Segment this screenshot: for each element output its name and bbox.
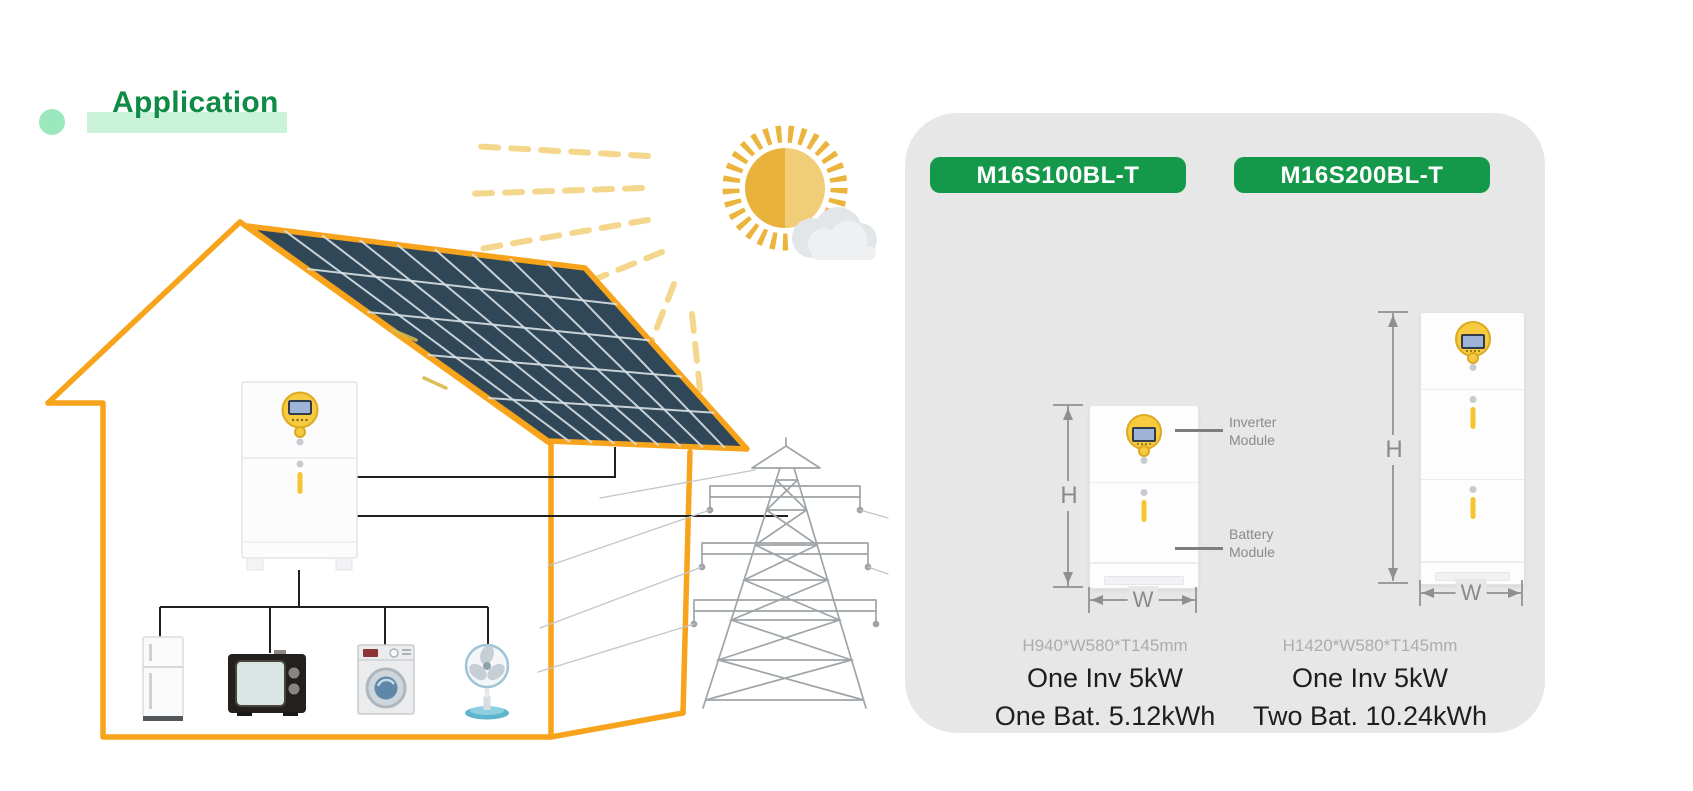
model-badge-2: M16S200BL-T (1234, 157, 1490, 193)
solar-panel (244, 223, 750, 452)
sun-icon (722, 125, 848, 251)
battery-indicator-dot (1469, 486, 1476, 493)
battery-led-bar (1470, 497, 1475, 519)
inverter-module-section (1090, 406, 1198, 483)
refrigerator-icon (142, 636, 184, 721)
device-diagram-2 (1420, 312, 1525, 585)
device-base (1090, 563, 1198, 588)
power-lines (537, 469, 889, 673)
sun-rays (461, 143, 703, 393)
battery-module-section (1090, 483, 1198, 563)
battery-module-section-1 (1421, 390, 1524, 480)
dim-arrow-down (1388, 568, 1398, 580)
device-diagram-1 (1089, 405, 1199, 589)
dim-cap (1521, 580, 1523, 606)
dim-arrow-down (1063, 572, 1073, 584)
product-spec-panel: M16S100BL-T M16S200BL-T H W Inverter Mod… (905, 113, 1545, 733)
inverter-spec-1: One Inv 5kW (1026, 663, 1184, 693)
battery-module-section-2 (1421, 480, 1524, 562)
display-screen-icon (1126, 414, 1162, 466)
dim-arrow-right (1508, 588, 1520, 598)
dim-cap (1053, 404, 1083, 406)
battery-spec-2: Two Bat. 10.24kWh (1252, 701, 1488, 731)
solar-home-illustration (45, 125, 889, 740)
dim-arrow-right (1182, 595, 1194, 605)
inverter-spec-2: One Inv 5kW (1291, 663, 1449, 693)
battery-led-bar (1141, 500, 1147, 522)
dim-cap (1378, 311, 1408, 313)
section-bullet-dot (39, 109, 65, 135)
width-label-1: W (1127, 586, 1159, 614)
width-label-2: W (1455, 579, 1487, 607)
wiring-lines (159, 447, 788, 653)
dim-cap (1053, 586, 1083, 588)
transmission-tower-icon (537, 437, 889, 709)
inverter-module-section (1421, 313, 1524, 390)
display-screen-icon (1454, 321, 1491, 373)
title-highlight-bar (87, 112, 287, 133)
product-dimensions-1: H940*W580*T145mm (1022, 636, 1188, 655)
dim-cap (1195, 587, 1197, 613)
inverter-module-label: Inverter Module (1229, 414, 1277, 448)
dim-arrow-up (1063, 408, 1073, 420)
height-label-2: H (1380, 435, 1408, 465)
battery-indicator-dot (296, 460, 304, 468)
dim-arrow-up (1388, 315, 1398, 327)
battery-led-bar (297, 472, 303, 494)
battery-indicator-dot (1469, 396, 1476, 403)
dim-arrow-left (1091, 595, 1103, 605)
inverter-battery-unit-icon (241, 381, 358, 571)
battery-callout-line (1175, 547, 1223, 550)
fan-icon (464, 643, 510, 720)
page-title: Application (112, 86, 279, 119)
battery-spec-1: One Bat. 5.12kWh (994, 701, 1216, 731)
battery-module-label: Battery Module (1229, 526, 1275, 560)
dim-arrow-left (1422, 588, 1434, 598)
washing-machine-icon (357, 644, 415, 715)
product-dimensions-2: H1420*W580*T145mm (1282, 636, 1458, 655)
dim-cap (1378, 582, 1408, 584)
display-screen-icon (281, 391, 319, 446)
inverter-callout-line (1175, 429, 1223, 432)
battery-indicator-dot (1140, 489, 1148, 496)
height-label-1: H (1055, 481, 1083, 511)
battery-led-bar (1470, 407, 1475, 429)
tv-icon (228, 650, 306, 716)
model-badge-1: M16S100BL-T (930, 157, 1186, 193)
cloud-icon (792, 207, 877, 260)
